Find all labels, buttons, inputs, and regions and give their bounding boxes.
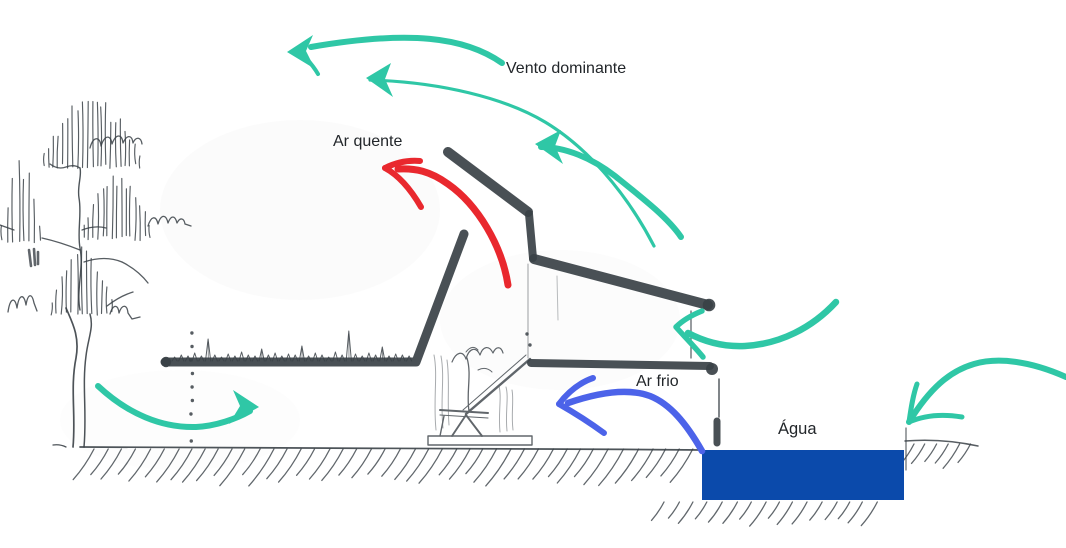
label-dominant-wind: Vento dominante [506,60,627,77]
tree-sketch [0,100,192,448]
wind-arrow-mid-inner [535,130,684,240]
roof-grass-sketch [171,330,413,362]
wind-arrow-ground-entry [95,383,259,431]
label-hot-air: Ar quente [333,133,403,150]
clerestory-panel [443,147,533,217]
wind-arrow-into-clerestory [673,298,840,360]
ceiling-slab [527,359,714,370]
ground-sketch [72,427,979,527]
main-roof [529,254,713,310]
green-roof [160,229,469,367]
lounge-chair-sketch [427,346,533,446]
cold-air-arrow [556,375,706,455]
wind-arrow-over-pool [906,357,1066,425]
hot-air-arrow [382,157,512,289]
label-cold-air: Ar frio [636,373,679,390]
water-pool [702,450,904,500]
wind-arrow-mid-outer [366,63,656,248]
wind-arrow-top [287,34,505,76]
building-section [160,147,721,447]
label-water: Água [778,420,817,438]
